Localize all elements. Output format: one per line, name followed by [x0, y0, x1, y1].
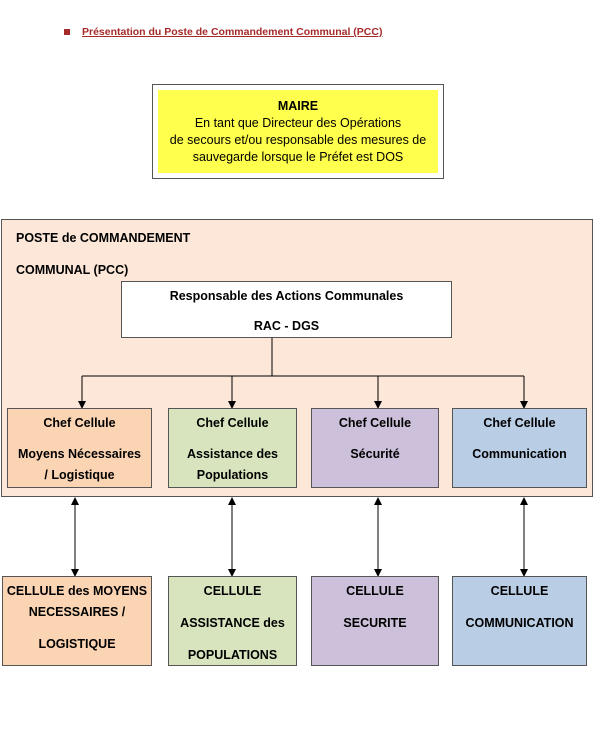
cellule-4-line-2: COMMUNICATION [465, 616, 574, 630]
chef-3-line-2: Sécurité [350, 447, 400, 461]
square-bullet-icon [64, 29, 70, 35]
section-heading-text: Présentation du Poste de Commandement Co… [82, 26, 383, 38]
maire-highlight: MAIRE En tant que Directeur des Opératio… [158, 90, 438, 173]
maire-title: MAIRE [277, 98, 319, 113]
chef-2-line-1: Chef Cellule [196, 416, 269, 430]
cellule-2-line-3: POPULATIONS [187, 648, 278, 662]
cellule-1-line-1: CELLULE des MOYENS [6, 584, 148, 598]
chef-3-line-1: Chef Cellule [338, 416, 412, 430]
maire-line-3: sauvegarde lorsque le Préfet est DOS [192, 149, 404, 164]
chef-2-line-2: Assistance des [186, 447, 279, 461]
cellule-3-line-2: SECURITE [343, 616, 407, 630]
chef-4-line-2: Communication [472, 447, 567, 461]
rac-line-2: RAC - DGS [253, 319, 320, 333]
cellule-assistance: CELLULE ASSISTANCE des POPULATIONS [168, 576, 297, 666]
rac-line-1: Responsable des Actions Communales [169, 289, 404, 303]
maire-box: MAIRE En tant que Directeur des Opératio… [152, 84, 444, 179]
chef-cellule-communication: Chef Cellule Communication [452, 408, 587, 488]
cellule-2-line-1: CELLULE [203, 584, 262, 598]
maire-line-1: En tant que Directeur des Opérations [194, 115, 402, 130]
cellule-communication: CELLULE COMMUNICATION [452, 576, 587, 666]
pcc-title-line-2: COMMUNAL (PCC) [16, 263, 129, 277]
cellule-moyens: CELLULE des MOYENS NECESSAIRES / LOGISTI… [2, 576, 152, 666]
chef-1-line-2: Moyens Nécessaires [18, 447, 141, 461]
cellule-1-line-2: NECESSAIRES / [28, 605, 126, 619]
chef-1-line-3: / Logistique [44, 468, 115, 482]
pcc-title-line-1: POSTE de COMMANDEMENT [16, 231, 191, 245]
chef-cellule-securite: Chef Cellule Sécurité [311, 408, 439, 488]
chef-1-line-1: Chef Cellule [43, 416, 116, 430]
chef-cellule-assistance: Chef Cellule Assistance des Populations [168, 408, 297, 488]
chef-4-line-1: Chef Cellule [483, 416, 556, 430]
cellule-securite: CELLULE SECURITE [311, 576, 439, 666]
chef-cellule-moyens: Chef Cellule Moyens Nécessaires / Logist… [7, 408, 152, 488]
section-heading: Présentation du Poste de Commandement Co… [64, 26, 382, 38]
cellule-4-line-1: CELLULE [490, 584, 549, 598]
cellule-1-line-3: LOGISTIQUE [38, 637, 116, 651]
cellule-3-line-1: CELLULE [346, 584, 404, 598]
cellule-2-line-2: ASSISTANCE des [180, 616, 285, 630]
maire-line-2: de secours et/ou responsable des mesures… [169, 132, 427, 147]
rac-box: Responsable des Actions Communales RAC -… [121, 281, 452, 338]
chef-2-line-3: Populations [196, 468, 269, 482]
